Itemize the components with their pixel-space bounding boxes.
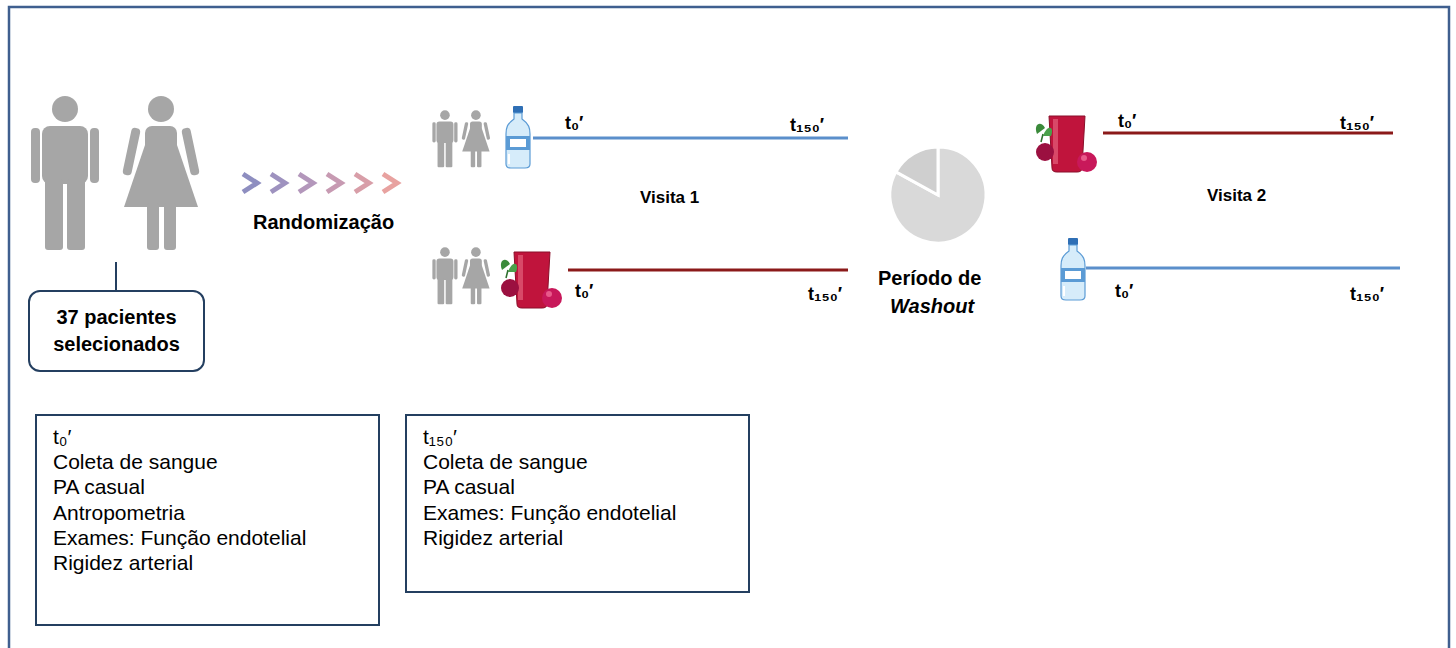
woman-icon	[122, 96, 200, 250]
man-icon	[31, 96, 99, 250]
man-icon	[432, 110, 457, 167]
water-bottle	[1061, 238, 1085, 300]
box-text: Coleta de sangue	[423, 449, 732, 474]
chevron-arrow	[383, 174, 397, 192]
time-mark: t₁₅₀′	[808, 284, 842, 305]
time-mark: t₁₅₀′	[790, 115, 824, 136]
chevron-arrow	[355, 174, 369, 192]
washout-label: Período de	[878, 267, 981, 290]
woman-icon	[462, 247, 491, 304]
beet-juice	[501, 252, 562, 308]
box-text: Rigidez arterial	[53, 550, 362, 575]
washout-clock	[890, 147, 986, 243]
box-text: Antropometria	[53, 500, 362, 525]
measure-box: t₁₅₀′Coleta de sanguePA casualExames: Fu…	[405, 414, 750, 593]
woman-icon	[462, 110, 491, 167]
time-mark: t₁₅₀′	[1340, 113, 1374, 134]
box-text: Coleta de sangue	[53, 449, 362, 474]
chevron-arrow	[327, 174, 341, 192]
random-label: Randomização	[253, 211, 394, 234]
time-mark: t₁₅₀′	[1350, 284, 1384, 305]
time-mark: t₀′	[1118, 111, 1136, 132]
timeline-bar	[1086, 267, 1400, 270]
chevron-arrow	[299, 174, 313, 192]
chevron-arrow	[243, 174, 257, 192]
count-box: 37 pacientes selecionados	[28, 290, 205, 372]
box-heading: t₀′	[53, 424, 362, 449]
measure-box: t₀′Coleta de sanguePA casualAntropometri…	[35, 414, 380, 626]
timeline-bar	[533, 137, 848, 140]
timeline-bar	[568, 269, 848, 272]
box-text: PA casual	[53, 474, 362, 499]
visit-label: Visita 2	[1207, 186, 1266, 206]
box-text: Rigidez arterial	[423, 525, 732, 550]
time-mark: t₀′	[565, 113, 583, 134]
box-text: PA casual	[423, 474, 732, 499]
time-mark: t₀′	[1115, 281, 1133, 302]
water-bottle	[506, 106, 530, 168]
box-text: Exames: Função endotelial	[53, 525, 362, 550]
beet-juice	[1036, 116, 1097, 172]
chevron-arrow	[271, 174, 285, 192]
clock-slice	[896, 147, 938, 195]
visit-label: Visita 1	[640, 188, 699, 208]
box-text: Exames: Função endotelial	[423, 500, 732, 525]
clock-slice	[890, 147, 986, 243]
time-mark: t₀′	[575, 281, 593, 302]
frame-border	[9, 7, 1449, 648]
box-text: 37 pacientes selecionados	[40, 304, 193, 358]
box-heading: t₁₅₀′	[423, 424, 732, 449]
washout-label: Washout	[890, 295, 974, 318]
man-icon	[432, 247, 457, 304]
leader-line	[115, 262, 117, 290]
